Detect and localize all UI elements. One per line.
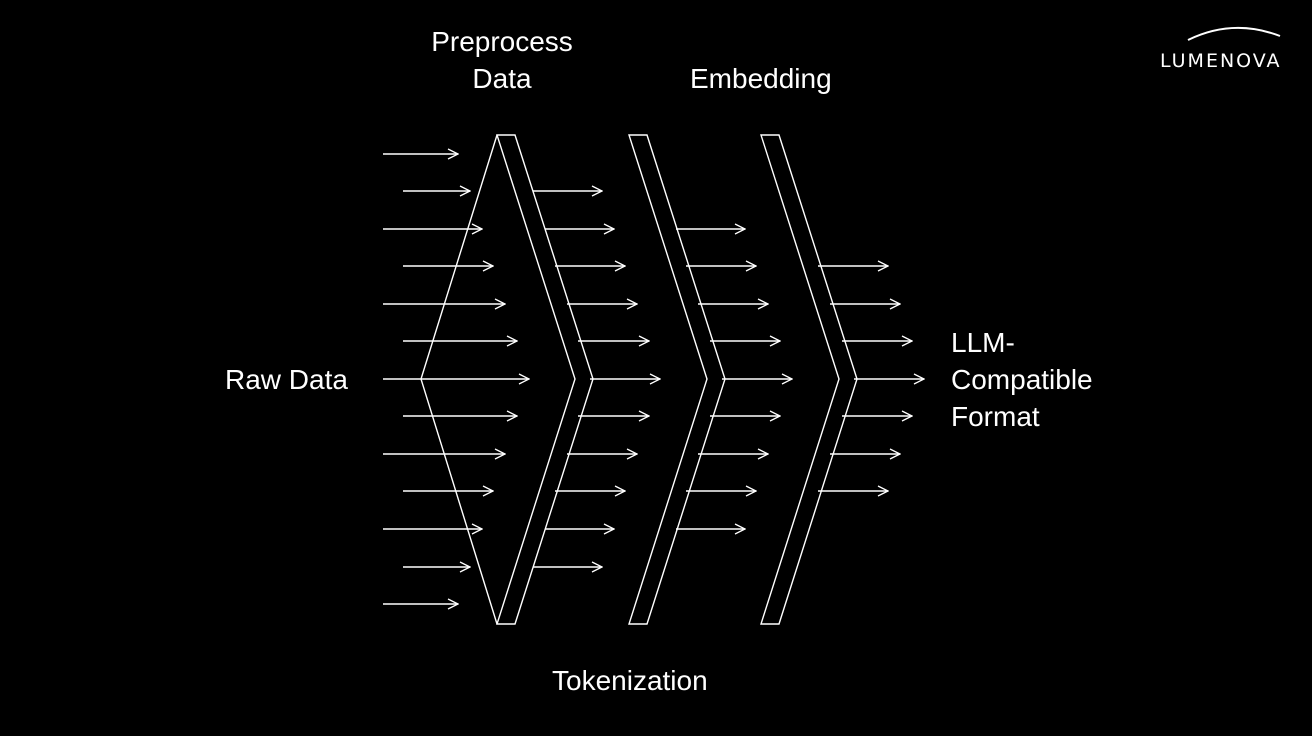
tokenization-label: Tokenization xyxy=(552,665,708,696)
llm-label-line-2: Compatible xyxy=(951,364,1093,395)
preprocess-panel xyxy=(496,134,594,625)
raw-data-label: Raw Data xyxy=(225,364,348,395)
embedding-panel xyxy=(760,134,858,625)
llm-compatible-format-label: LLM- Compatible Format xyxy=(951,324,1093,435)
tokenization-panel xyxy=(628,134,726,625)
logo-wordmark: LUMENOVA xyxy=(1160,50,1282,72)
embedding-label: Embedding xyxy=(690,63,832,94)
preprocess-label-line-2: Data xyxy=(472,63,532,94)
lumenova-logo: LUMENOVA xyxy=(1158,20,1293,76)
logo-arc-icon xyxy=(1187,27,1281,41)
llm-label-line-1: LLM- xyxy=(951,327,1015,358)
preprocess-data-label: Preprocess Data xyxy=(417,23,587,97)
preprocess-label-line-1: Preprocess xyxy=(431,26,573,57)
llm-label-line-3: Format xyxy=(951,401,1040,432)
